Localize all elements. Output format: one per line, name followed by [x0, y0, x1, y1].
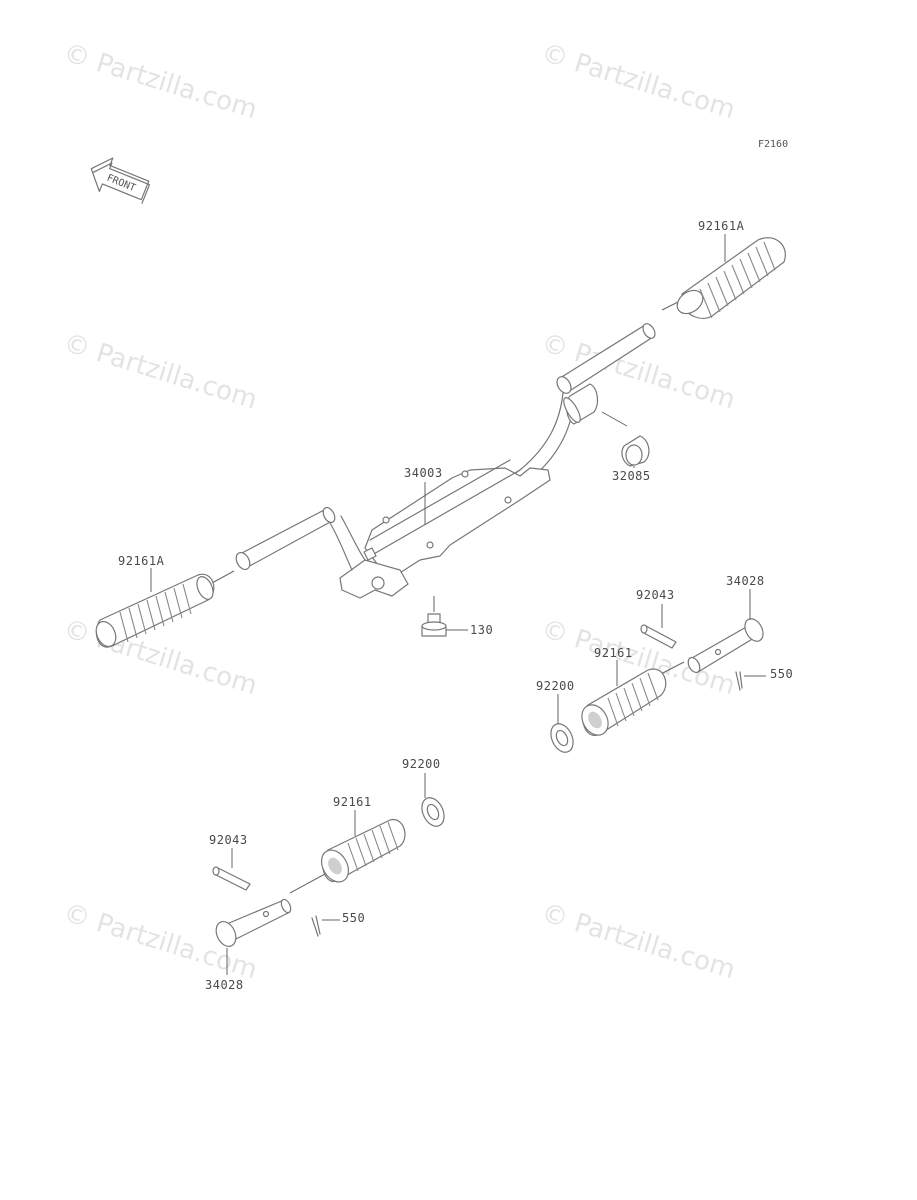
- callout-grip-right: 92161A: [698, 219, 745, 233]
- footpeg-group-right: [550, 618, 766, 753]
- leader-lines: [150, 234, 751, 975]
- figure-code: F2160: [758, 139, 788, 150]
- callout-washer-left: 92200: [402, 757, 441, 771]
- callout-labels: 92161A 92161A 34003 32085 130 92043 3402…: [118, 219, 793, 992]
- callout-cotter-pin-right: 550: [770, 667, 793, 681]
- front-arrow-icon: FRONT: [90, 157, 151, 204]
- watermark: © Partzilla.com: [60, 328, 261, 415]
- callout-footpeg-rubber-right: 92161: [594, 646, 633, 660]
- callout-washer-right: 92200: [536, 679, 575, 693]
- watermark: © Partzilla.com: [538, 38, 739, 125]
- callout-footpeg-rubber-left: 92161: [333, 795, 372, 809]
- callout-cotter-pin-left: 550: [342, 911, 365, 925]
- watermark: © Partzilla.com: [60, 38, 261, 125]
- callout-clevis-pin-right: 34028: [726, 574, 765, 588]
- footpeg-group-left: [212, 797, 445, 947]
- callout-pin-right: 92043: [636, 588, 675, 602]
- callout-cap-nut: 32085: [612, 469, 651, 483]
- callout-pin-left: 92043: [209, 833, 248, 847]
- watermark: © Partzilla.com: [60, 614, 261, 701]
- alignment-lines: [211, 295, 691, 916]
- callout-footrest-bracket: 34003: [404, 466, 443, 480]
- watermark: © Partzilla.com: [538, 898, 739, 985]
- callout-grip-left: 92161A: [118, 554, 165, 568]
- footrest-bracket: [235, 323, 656, 599]
- callout-clevis-pin-left: 34028: [205, 978, 244, 992]
- cap-nut: [563, 383, 650, 467]
- grip-right: [676, 237, 786, 319]
- grip-left: [95, 573, 215, 648]
- callout-bolt: 130: [470, 623, 493, 637]
- bolt: [421, 613, 468, 637]
